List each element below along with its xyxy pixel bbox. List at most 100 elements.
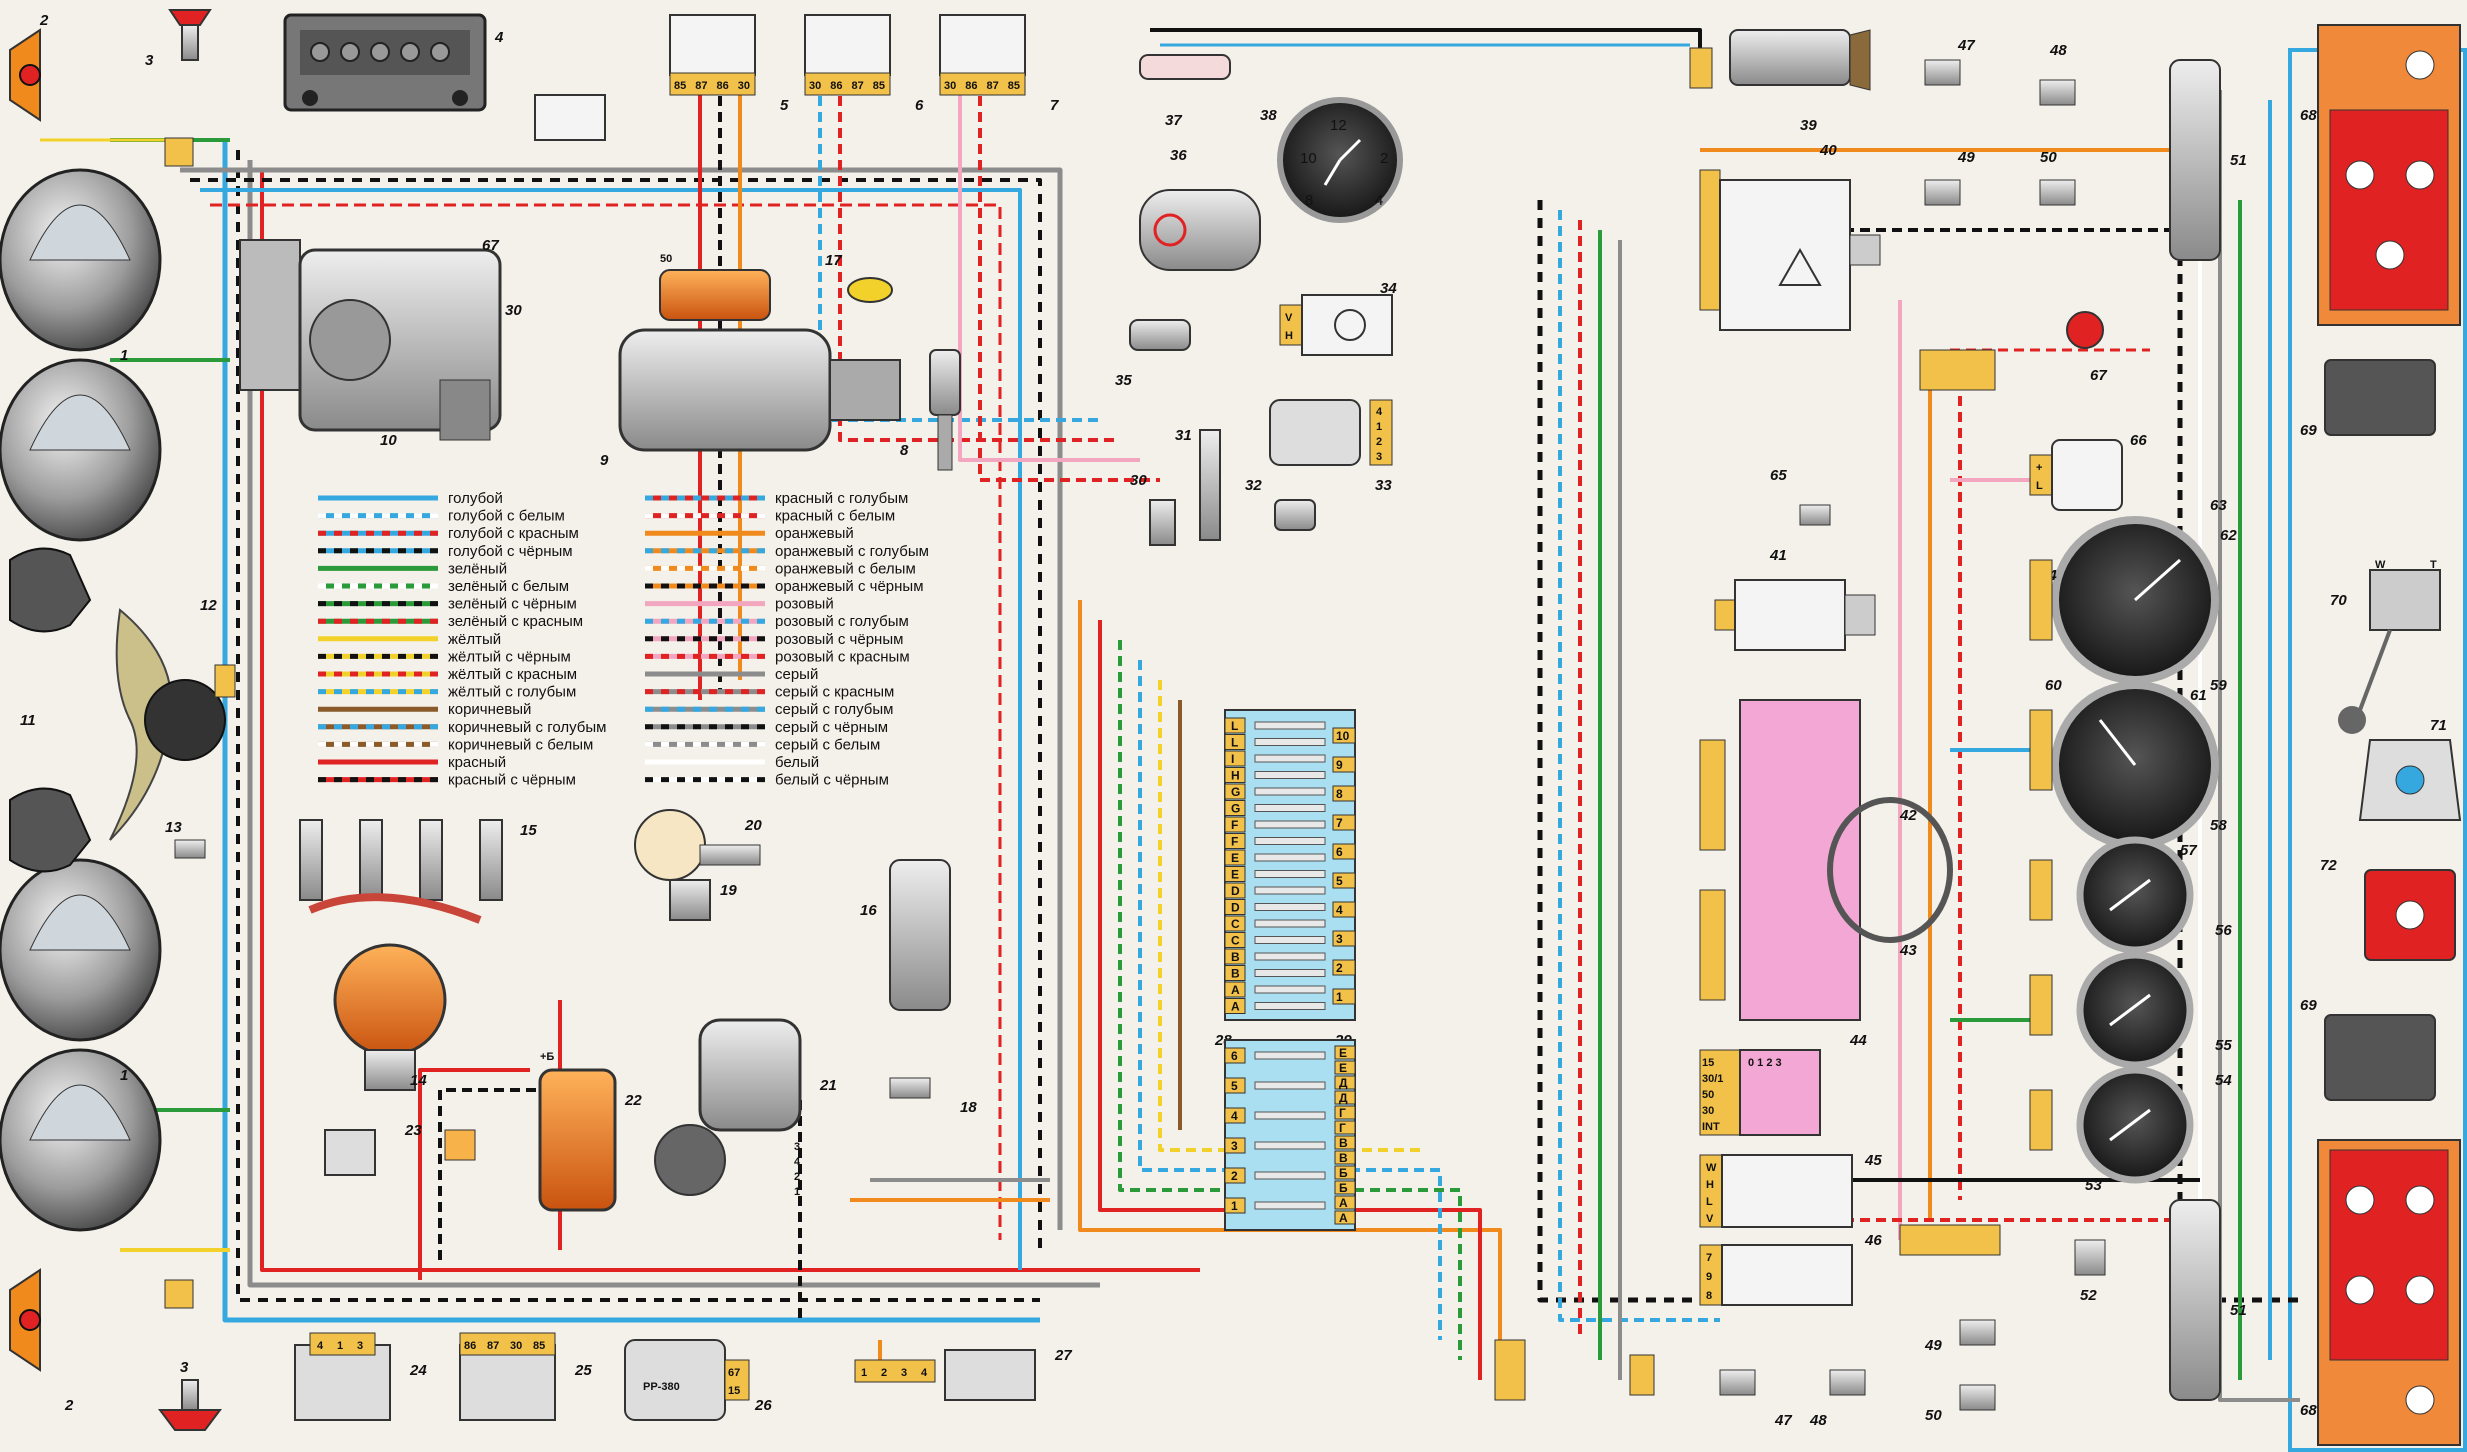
fuse-terminal bbox=[1224, 750, 1246, 767]
svg-text:6: 6 bbox=[915, 97, 924, 114]
fuse-letter: I bbox=[1231, 752, 1234, 766]
lamp-67: 67 bbox=[2066, 311, 2107, 384]
fuse-letter: Б bbox=[1339, 1181, 1348, 1195]
legend-label: голубой с белым bbox=[448, 508, 565, 525]
connector-pin: INT bbox=[1702, 1121, 1720, 1133]
rear-lamp-68-top: 68 bbox=[2300, 24, 2461, 326]
legend-label: розовый с голубым bbox=[775, 613, 909, 630]
svg-text:42: 42 bbox=[1899, 807, 1917, 824]
svg-text:13: 13 bbox=[165, 819, 182, 836]
fuse-terminal bbox=[1334, 1120, 1356, 1135]
legend-item: белый с чёрным bbox=[645, 772, 889, 789]
gauge-connectors bbox=[1899, 349, 2053, 1256]
svg-text:W: W bbox=[2375, 559, 2386, 571]
legend-label: зелёный с красным bbox=[448, 613, 583, 630]
svg-text:11: 11 bbox=[20, 712, 36, 729]
horn-11-lower bbox=[9, 787, 92, 873]
sensor-65: 65 bbox=[1770, 467, 1831, 526]
connector-pin: L bbox=[1706, 1196, 1713, 1208]
fuse-terminal bbox=[1334, 1105, 1356, 1120]
fuse-number: 8 bbox=[1336, 787, 1343, 801]
legend-label: коричневый bbox=[448, 701, 531, 718]
svg-text:V: V bbox=[1285, 312, 1293, 324]
connector-66: + L 66 bbox=[2029, 432, 2147, 511]
fuse-terminal bbox=[1224, 1197, 1246, 1214]
fuse bbox=[1254, 738, 1326, 746]
relay-pin: 85 bbox=[674, 80, 686, 92]
sensor-35: 35 bbox=[1115, 319, 1191, 389]
lamp-48-top: 48 bbox=[2039, 42, 2076, 106]
legend-label: жёлтый с голубым bbox=[448, 684, 576, 701]
fuse bbox=[1254, 1002, 1326, 1010]
fuse-terminal bbox=[1224, 899, 1246, 915]
svg-text:3: 3 bbox=[145, 52, 154, 69]
legend-item: красный с голубым bbox=[645, 490, 908, 507]
sensor-52: 52 bbox=[2074, 1239, 2106, 1304]
fuse-terminal bbox=[1224, 1107, 1246, 1124]
clock-38: 12 2 4 8 10 38 bbox=[1260, 97, 1403, 223]
fuse bbox=[1254, 936, 1326, 944]
fuse-terminal bbox=[1224, 1077, 1246, 1094]
svg-text:38: 38 bbox=[1260, 107, 1277, 124]
fuse-number: 2 bbox=[1231, 1169, 1238, 1183]
headlamp-1-left-upper bbox=[0, 168, 162, 352]
legend-item: белый bbox=[645, 754, 819, 771]
legend-label: оранжевый bbox=[775, 525, 854, 542]
relay-pin: 87 bbox=[987, 80, 999, 92]
fuse bbox=[1254, 853, 1326, 862]
svg-text:2: 2 bbox=[39, 12, 49, 29]
legend-item: коричневый с белым bbox=[318, 736, 593, 753]
number-plate-lamp-69-top: 69 bbox=[2300, 359, 2436, 439]
fuse-number: 3 bbox=[1336, 932, 1343, 946]
svg-text:56: 56 bbox=[2215, 922, 2232, 939]
legend-label: красный с чёрным bbox=[448, 772, 576, 789]
connector-pin: 8 bbox=[1706, 1290, 1712, 1302]
svg-text:63: 63 bbox=[2210, 497, 2227, 514]
coil-plus-label: +Б bbox=[540, 1051, 554, 1063]
fuse-terminal bbox=[1334, 1210, 1356, 1225]
legend-label: коричневый с голубым bbox=[448, 719, 606, 736]
svg-text:60: 60 bbox=[2045, 677, 2062, 694]
legend-item: зелёный bbox=[318, 560, 507, 577]
svg-text:48: 48 bbox=[2049, 42, 2067, 59]
relay-pin: 4 bbox=[317, 1340, 324, 1352]
legend-label: жёлтый bbox=[448, 631, 501, 648]
fuse-letter: B bbox=[1231, 950, 1240, 964]
lamp-71: 71 bbox=[2358, 717, 2462, 821]
legend-item: красный с белым bbox=[645, 508, 895, 525]
relay-pin: 30 bbox=[738, 80, 750, 92]
svg-text:1: 1 bbox=[120, 1067, 128, 1084]
svg-text:0 1 2 3: 0 1 2 3 bbox=[1748, 1057, 1782, 1069]
legend-label: голубой bbox=[448, 490, 503, 507]
fuse-terminal bbox=[1224, 998, 1246, 1014]
svg-text:40: 40 bbox=[1819, 142, 1837, 159]
fuse-terminal bbox=[1334, 1135, 1356, 1150]
switch-46: 798 46 bbox=[1699, 1232, 1882, 1306]
legend-label: коричневый с белым bbox=[448, 736, 593, 753]
lamp-47-bottom: 47 bbox=[1719, 1369, 1792, 1429]
svg-text:8: 8 bbox=[900, 442, 909, 459]
starter-9: 50 9 bbox=[600, 253, 901, 469]
fuse-letter: L bbox=[1231, 736, 1238, 750]
svg-text:16: 16 bbox=[860, 902, 877, 919]
connector-pin: 30/1 bbox=[1702, 1073, 1723, 1085]
legend-label: красный bbox=[448, 754, 506, 771]
fuse-terminal bbox=[1224, 849, 1246, 866]
fuse-letter: E bbox=[1231, 851, 1239, 865]
fuse-letter: C bbox=[1231, 934, 1240, 948]
fuse-terminal bbox=[1332, 785, 1356, 802]
fuse-letter: А bbox=[1339, 1196, 1348, 1210]
fuse-letter: B bbox=[1231, 967, 1240, 981]
fuse-letter: F bbox=[1231, 818, 1238, 832]
fuse-terminal bbox=[1224, 965, 1246, 981]
svg-text:37: 37 bbox=[1165, 112, 1182, 129]
svg-text:H: H bbox=[1285, 330, 1293, 342]
bulb-3-bottom: 3 bbox=[158, 1359, 222, 1431]
relay-pin: 30 bbox=[510, 1340, 522, 1352]
